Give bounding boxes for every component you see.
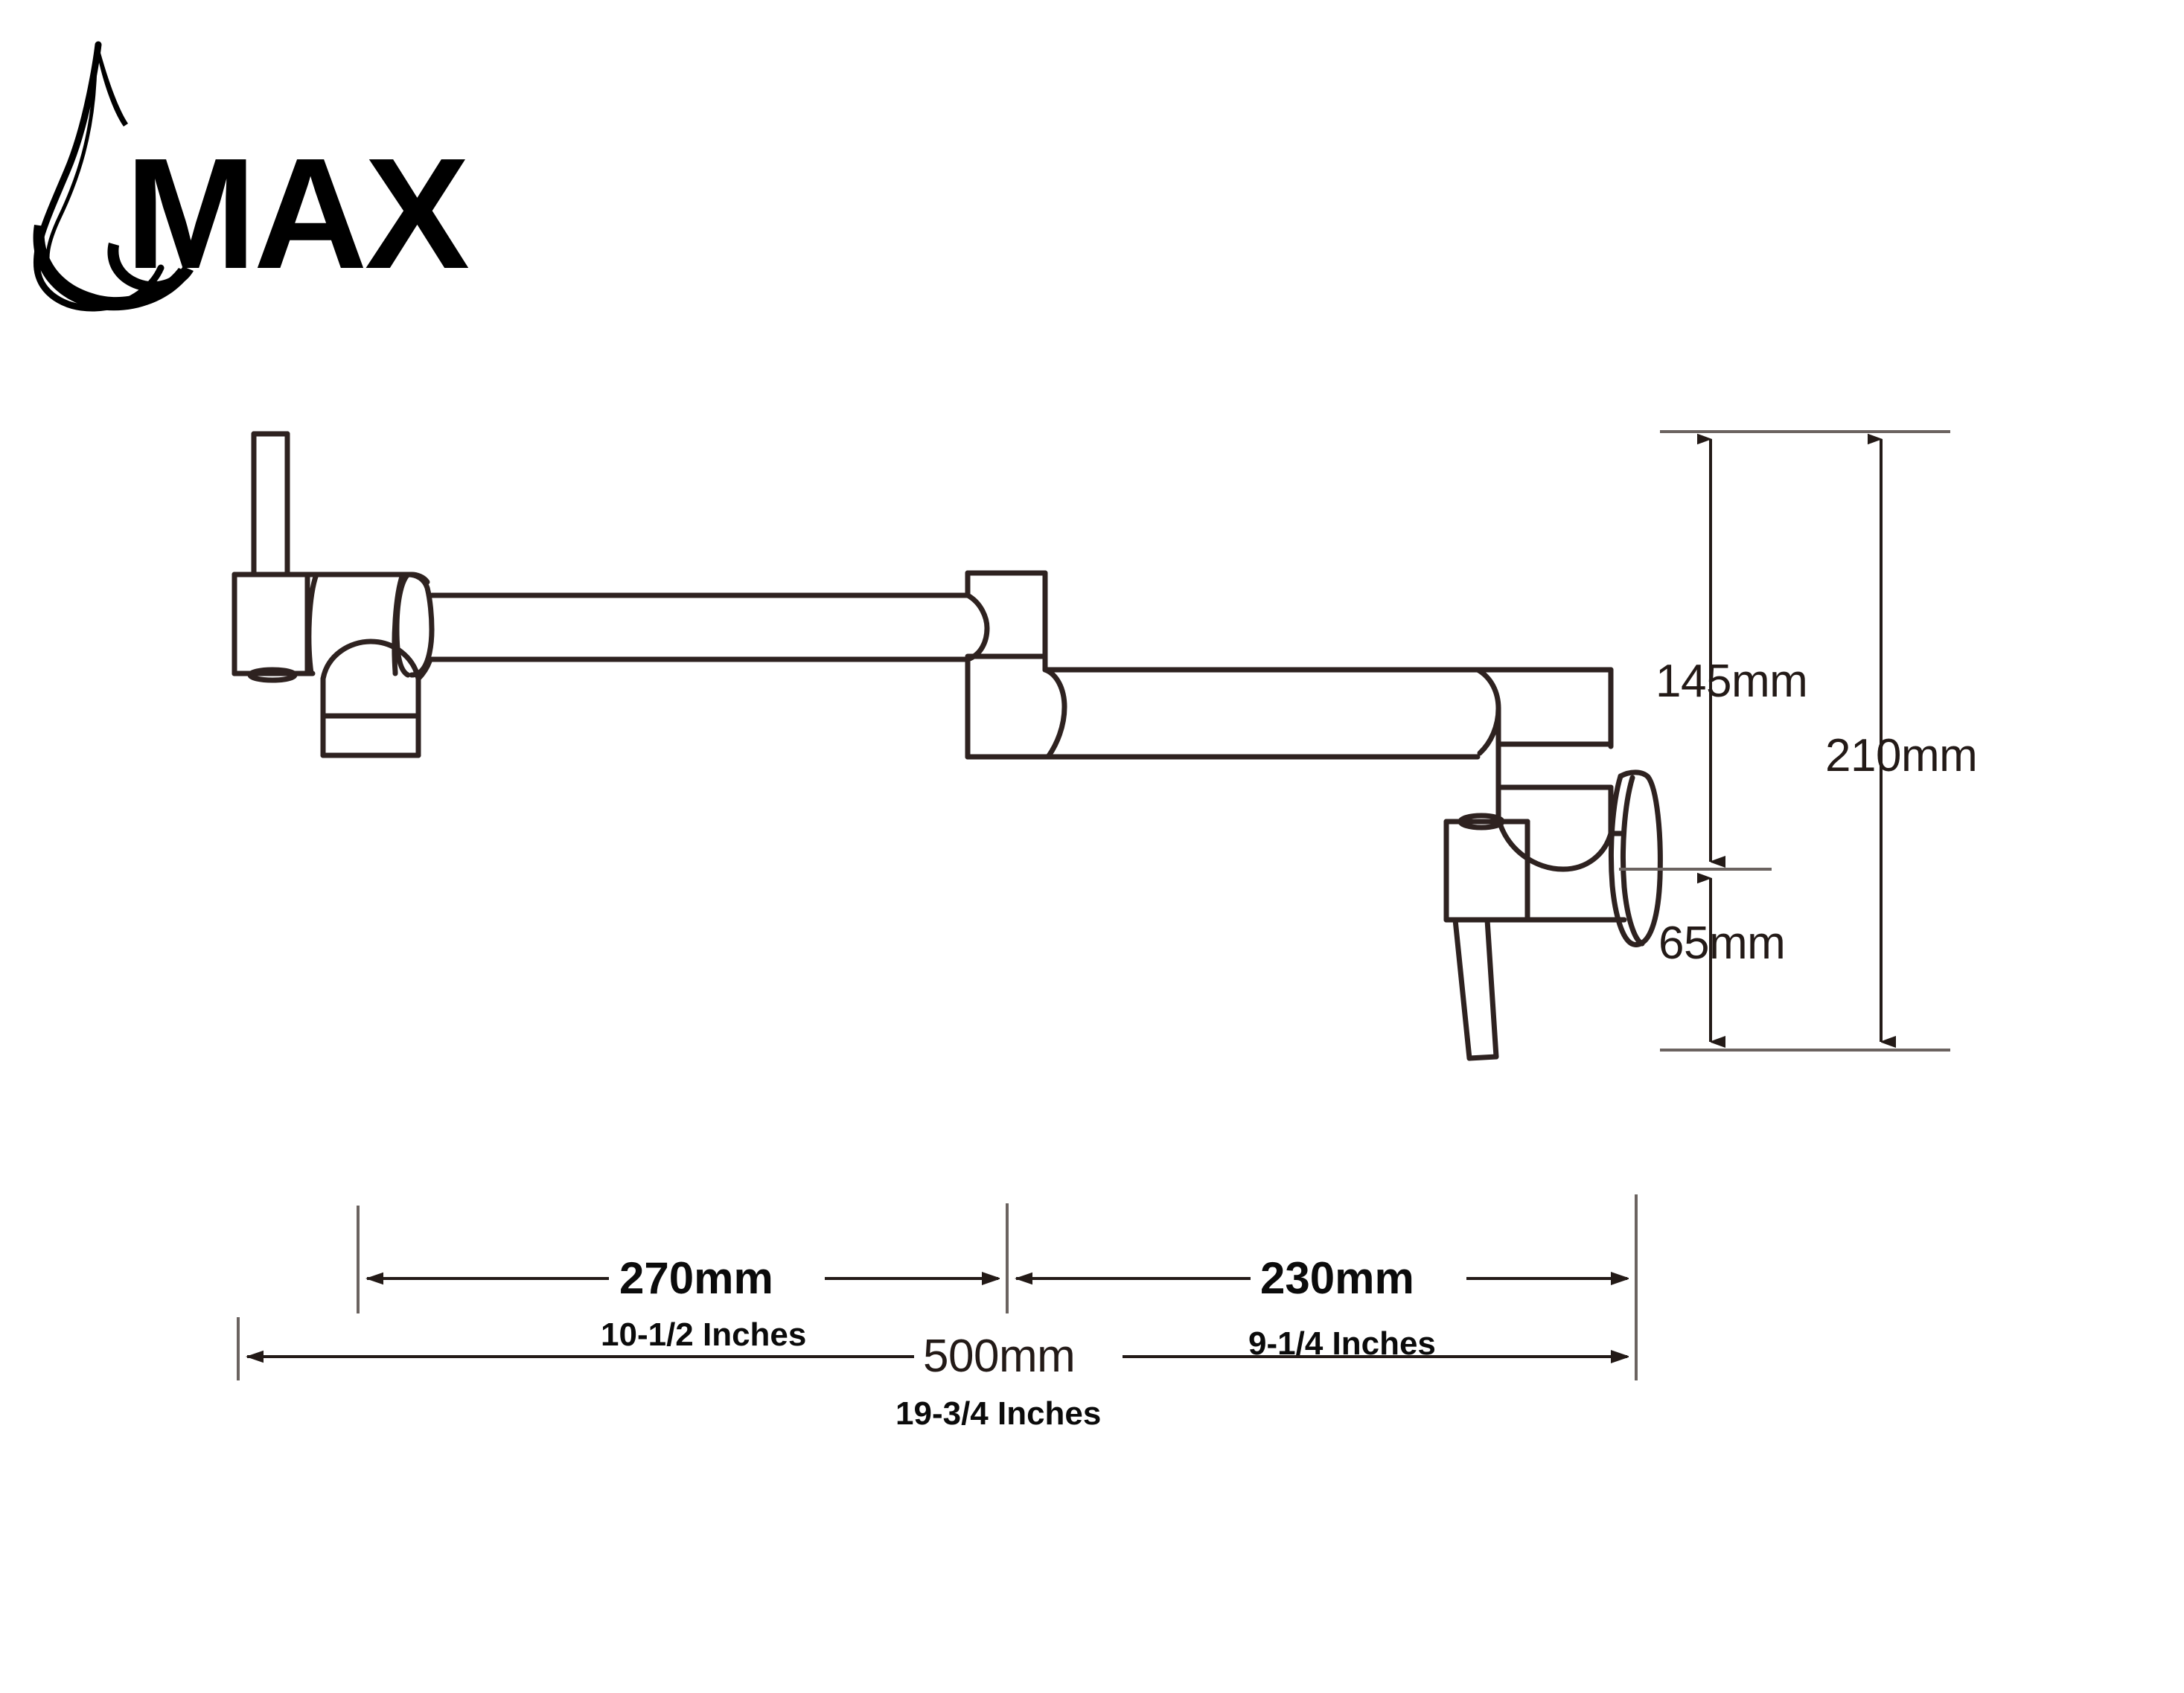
middle-elbow-joint — [965, 570, 1051, 760]
dim-label-210mm: 210mm — [1825, 730, 1978, 781]
upper-arm-tube — [429, 592, 971, 662]
dim-label-65mm: 65mm — [1658, 918, 1786, 969]
dim-label-500mm-inches: 19-3/4 Inches — [895, 1395, 1102, 1432]
dim-label-145mm: 145mm — [1655, 656, 1808, 707]
aerator-nozzle — [320, 639, 421, 758]
wall-escutcheon-flange — [1608, 769, 1663, 947]
label-gap-500 — [914, 1334, 1123, 1381]
dim-label-230mm-inches: 9-1/4 Inches — [1248, 1325, 1436, 1362]
dim-label-270mm-inches: 10-1/2 Inches — [601, 1316, 807, 1353]
dim-label-230mm: 230mm — [1260, 1253, 1414, 1303]
valve-lever-handle — [1452, 917, 1499, 1061]
spout-top-stem — [251, 431, 290, 577]
valve-handle-screw-oval — [1457, 813, 1505, 831]
valve-handle-block — [1443, 819, 1611, 923]
lower-arm-tube — [1042, 667, 1481, 760]
svg-text:MAX: MAX — [125, 125, 469, 301]
dim-label-500mm: 500mm — [923, 1331, 1076, 1382]
max-wordmark: MAX — [125, 125, 472, 301]
max-logo: MAX — [15, 22, 476, 313]
water-droplet-icon — [33, 41, 194, 312]
aerator-barrel-join — [415, 656, 433, 682]
dim-label-270mm: 270mm — [619, 1253, 773, 1303]
label-gap-230 — [1251, 1256, 1466, 1302]
label-gap-270 — [609, 1256, 825, 1302]
wall-valve-body — [1475, 667, 1614, 872]
